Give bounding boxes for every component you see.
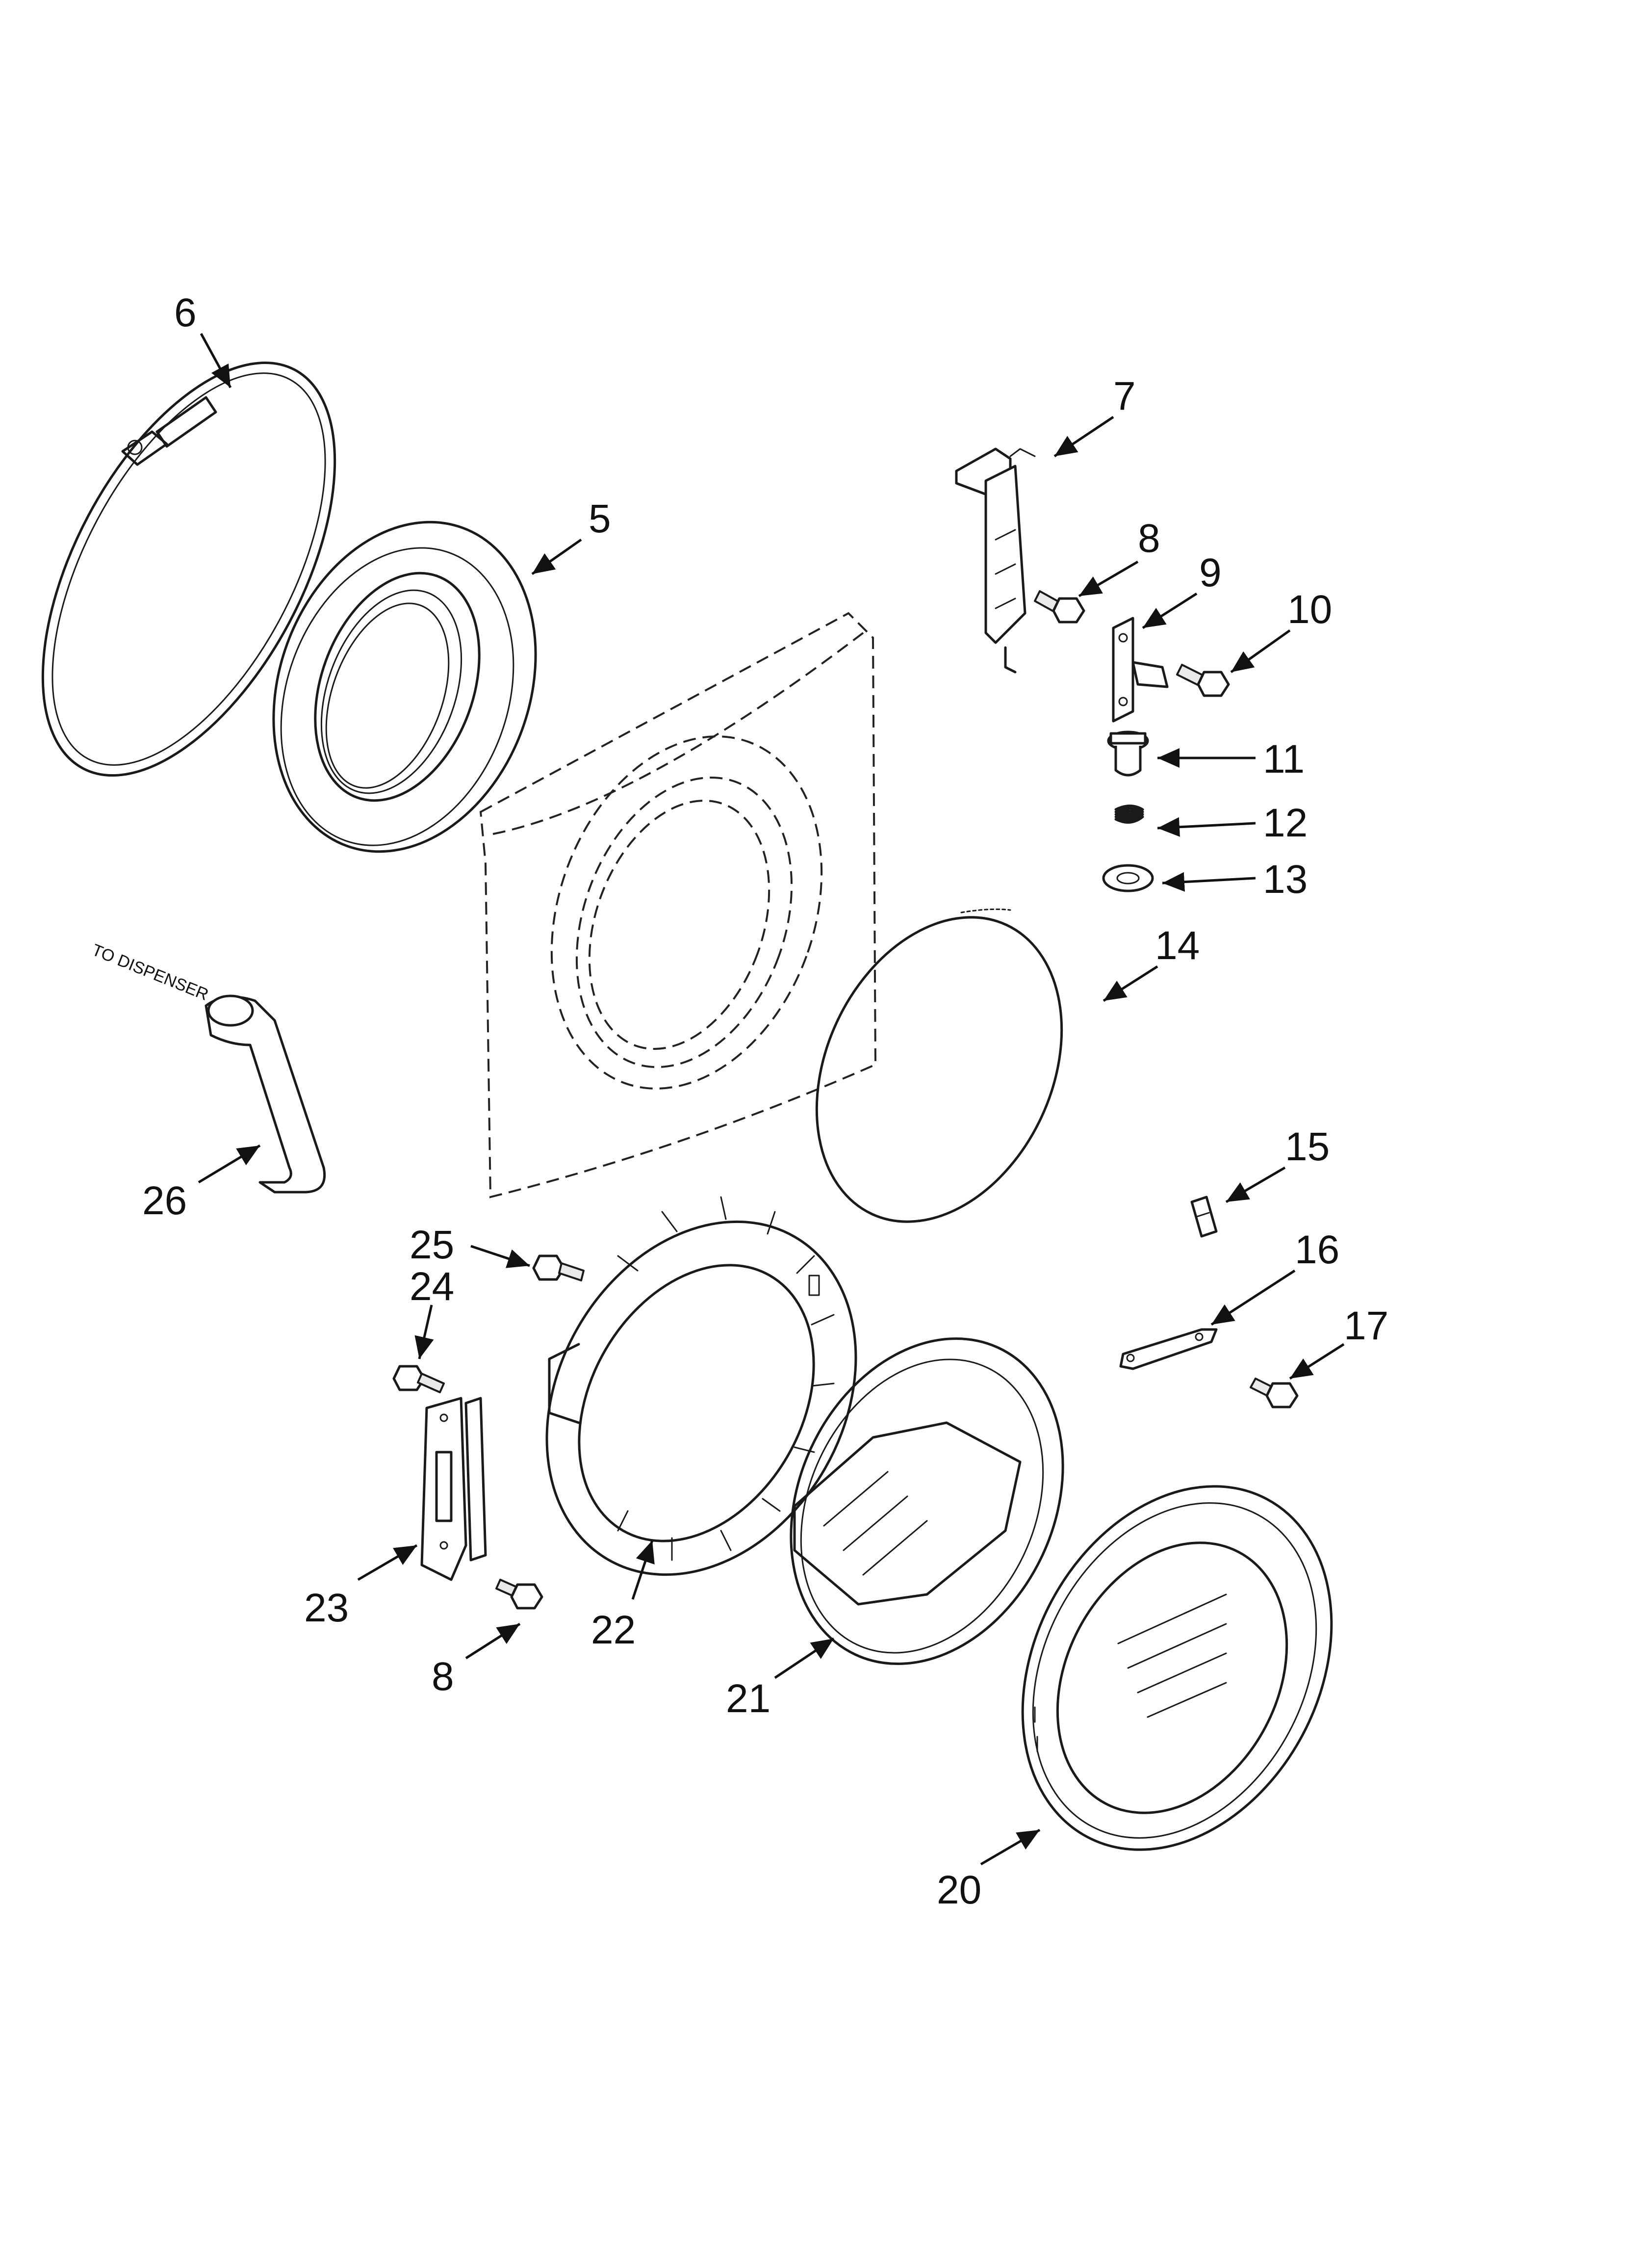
- callout-5: 5: [589, 496, 611, 541]
- callout-22: 22: [591, 1608, 636, 1652]
- callout-23: 23: [304, 1586, 349, 1630]
- part-6-clamp-ring: [41, 361, 336, 777]
- callout-20: 20: [937, 1868, 981, 1912]
- callout-6: 6: [174, 290, 197, 335]
- callout-14: 14: [1155, 923, 1200, 968]
- callout-24: 24: [410, 1264, 454, 1309]
- to-dispenser-label: TO DISPENSER: [89, 940, 211, 1004]
- part-10-screw: [1176, 664, 1230, 697]
- front-panel-outline: [479, 612, 877, 1199]
- callout-16: 16: [1295, 1227, 1339, 1272]
- part-24-screw: [392, 1365, 445, 1393]
- part-13-washer: [1102, 864, 1154, 892]
- callout-8-bottom: 8: [432, 1654, 454, 1699]
- part-16-hinge-plate: [1119, 1328, 1218, 1370]
- callout-26: 26: [142, 1178, 187, 1223]
- part-26-dispenser-hose: [205, 994, 326, 1194]
- callout-13: 13: [1263, 857, 1308, 902]
- part-15-clip: [1190, 1196, 1218, 1238]
- part-9-strike-bracket: [1112, 617, 1169, 723]
- callout-7: 7: [1113, 374, 1136, 418]
- part-20-outer-door: [1021, 1485, 1333, 1851]
- part-12-spring: [1114, 805, 1144, 824]
- part-23-hinge: [420, 1397, 487, 1581]
- part-14-door-seal: [815, 908, 1063, 1223]
- callout-15: 15: [1285, 1124, 1330, 1169]
- callout-17: 17: [1344, 1303, 1388, 1348]
- callout-10: 10: [1287, 587, 1332, 632]
- part-21-door-glass: [790, 1337, 1064, 1665]
- leader-arrows: [198, 333, 1345, 1866]
- part-17-screw: [1250, 1378, 1299, 1408]
- callout-8-top: 8: [1138, 516, 1160, 561]
- part-11-plunger: [1107, 730, 1149, 777]
- callout-12: 12: [1263, 801, 1308, 845]
- part-8-screw-bottom: [495, 1579, 543, 1610]
- part-25-screw: [532, 1254, 585, 1281]
- part-7-door-lock: [955, 447, 1036, 674]
- part-22-inner-door-frame: [545, 1196, 857, 1576]
- callout-21: 21: [726, 1676, 770, 1721]
- callout-11: 11: [1263, 737, 1305, 782]
- part-5-door-boot: [272, 521, 537, 853]
- callout-25: 25: [410, 1223, 454, 1267]
- callout-9: 9: [1199, 550, 1222, 595]
- part-8-screw-top: [1034, 590, 1085, 624]
